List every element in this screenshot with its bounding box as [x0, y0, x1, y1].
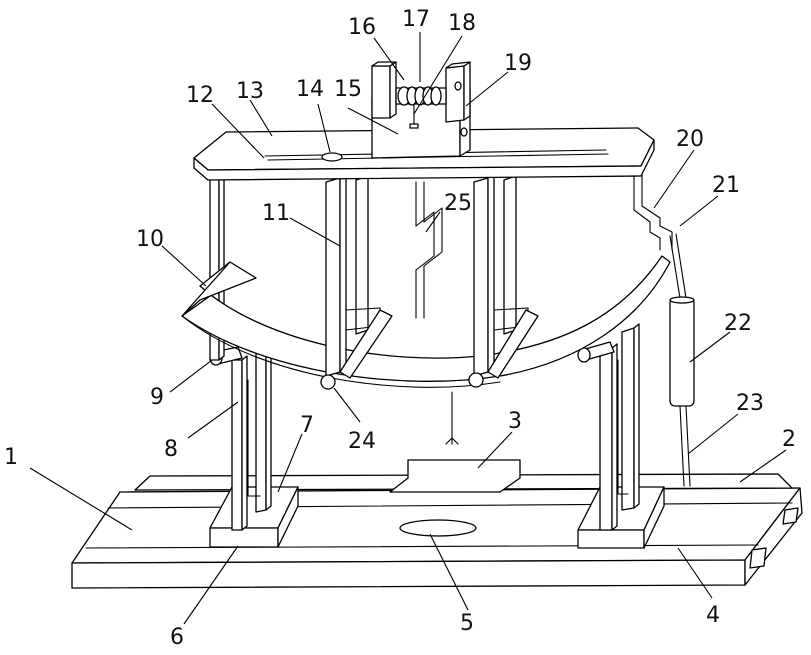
callout-15: 15	[334, 77, 362, 102]
roller-pin-24-left	[321, 375, 335, 389]
bracket-arm-left	[372, 62, 396, 118]
right-front-post	[600, 344, 617, 530]
roller-pin-24-right	[469, 373, 483, 387]
callout-16: 16	[348, 15, 376, 40]
center-block	[390, 460, 520, 492]
hanger-left	[326, 174, 392, 378]
callout-14: 14	[296, 77, 324, 102]
callout-11: 11	[262, 201, 290, 226]
left-front-post	[232, 356, 247, 530]
callout-24: 24	[348, 429, 376, 454]
base-plate	[72, 488, 802, 588]
callout-5: 5	[460, 611, 474, 636]
callout-13: 13	[236, 79, 264, 104]
center-zigzag-rod	[416, 182, 458, 444]
frame-leg-right-zigzag	[634, 172, 672, 250]
callout-18: 18	[448, 11, 476, 36]
callout-9: 9	[150, 385, 164, 410]
actuator-cylinder	[670, 297, 694, 406]
callout-22: 22	[724, 311, 752, 336]
curved-tray	[182, 256, 670, 387]
callout-19: 19	[504, 51, 532, 76]
callout-6: 6	[170, 625, 184, 650]
top-plate-hole	[322, 153, 342, 161]
center-hole	[400, 520, 476, 536]
callout-2: 2	[782, 427, 796, 452]
callout-10: 10	[136, 227, 164, 252]
callout-17: 17	[402, 7, 430, 32]
callout-7: 7	[300, 413, 314, 438]
callout-3: 3	[508, 409, 522, 434]
callout-20: 20	[676, 127, 704, 152]
callout-8: 8	[164, 437, 178, 462]
callout-12: 12	[186, 83, 214, 108]
callout-4: 4	[706, 603, 720, 628]
callout-21: 21	[712, 173, 740, 198]
callout-1: 1	[4, 445, 18, 470]
callout-23: 23	[736, 391, 764, 416]
callout-25: 25	[444, 191, 472, 216]
